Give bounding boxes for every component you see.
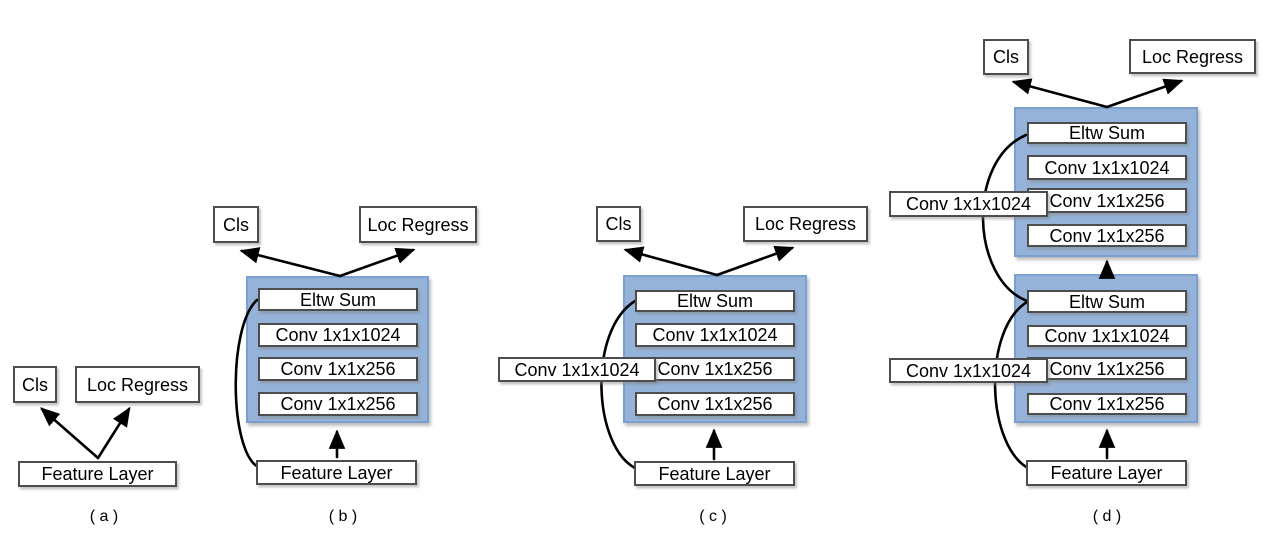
conv-1x1x256-box-2-c: Conv 1x1x256: [635, 392, 795, 416]
arrow-module-to-cls-b: [239, 247, 342, 278]
conv-1x1x256-box-2-d-upper: Conv 1x1x256: [1027, 224, 1187, 247]
skip-conv-1x1x1024-box-c: Conv 1x1x1024: [498, 357, 656, 382]
eltw-sum-box-b: Eltw Sum: [258, 288, 418, 311]
loc-regress-box-b: Loc Regress: [359, 206, 477, 243]
arrow-module-to-locregress-c: [715, 245, 795, 277]
arrow-feature-to-locregress-a: [96, 406, 131, 460]
conv-1x1x1024-box-c: Conv 1x1x1024: [635, 323, 795, 347]
eltw-sum-box-d-lower: Eltw Sum: [1027, 290, 1187, 313]
eltw-sum-box-d-upper: Eltw Sum: [1027, 122, 1187, 144]
feature-layer-box-a: Feature Layer: [18, 461, 177, 487]
eltw-sum-box-c: Eltw Sum: [635, 290, 795, 312]
arrow-feature-to-cls-a: [40, 407, 100, 460]
arrow-module-to-locregress-d: [1105, 78, 1184, 109]
conv-1x1x256-box-1-c: Conv 1x1x256: [635, 357, 795, 381]
panel-caption-d: ( d ): [1092, 508, 1122, 525]
conv-1x1x1024-box-d-lower: Conv 1x1x1024: [1027, 325, 1187, 347]
cls-box-c: Cls: [596, 206, 641, 242]
panel-caption-c: ( c ): [699, 508, 727, 525]
conv-1x1x256-box-1-d-lower: Conv 1x1x256: [1027, 357, 1187, 380]
skip-conv-1x1x1024-box-d-lower: Conv 1x1x1024: [889, 358, 1048, 383]
arrow-module-to-cls-d: [1011, 78, 1109, 109]
skip-connection-c: [600, 299, 639, 471]
feature-layer-box-b: Feature Layer: [256, 460, 417, 485]
conv-1x1x256-box-2-d-lower: Conv 1x1x256: [1027, 393, 1187, 415]
skip-connection-b: [234, 298, 260, 469]
conv-1x1x1024-box-b: Conv 1x1x1024: [258, 323, 418, 347]
conv-1x1x256-box-1-d-upper: Conv 1x1x256: [1027, 188, 1187, 213]
loc-regress-box-c: Loc Regress: [743, 206, 868, 242]
conv-1x1x256-box-1-b: Conv 1x1x256: [258, 357, 418, 381]
arrow-module-to-locregress-b: [338, 247, 416, 278]
cls-box-a: Cls: [13, 366, 57, 403]
cls-box-d: Cls: [983, 39, 1029, 75]
conv-1x1x1024-box-d-upper: Conv 1x1x1024: [1027, 155, 1187, 180]
skip-connection-d-upper: [981, 133, 1029, 303]
panel-caption-a: ( a ): [89, 508, 119, 525]
skip-connection-d-lower: [993, 300, 1032, 471]
loc-regress-box-a: Loc Regress: [75, 366, 200, 403]
loc-regress-box-d: Loc Regress: [1129, 39, 1256, 74]
feature-layer-box-c: Feature Layer: [634, 461, 795, 486]
arrow-module-to-cls-c: [623, 246, 719, 277]
panel-caption-b: ( b ): [328, 508, 358, 525]
feature-layer-box-d: Feature Layer: [1026, 460, 1187, 486]
cls-box-b: Cls: [213, 206, 259, 243]
conv-1x1x256-box-2-b: Conv 1x1x256: [258, 392, 418, 416]
skip-conv-1x1x1024-box-d-upper: Conv 1x1x1024: [889, 191, 1048, 217]
